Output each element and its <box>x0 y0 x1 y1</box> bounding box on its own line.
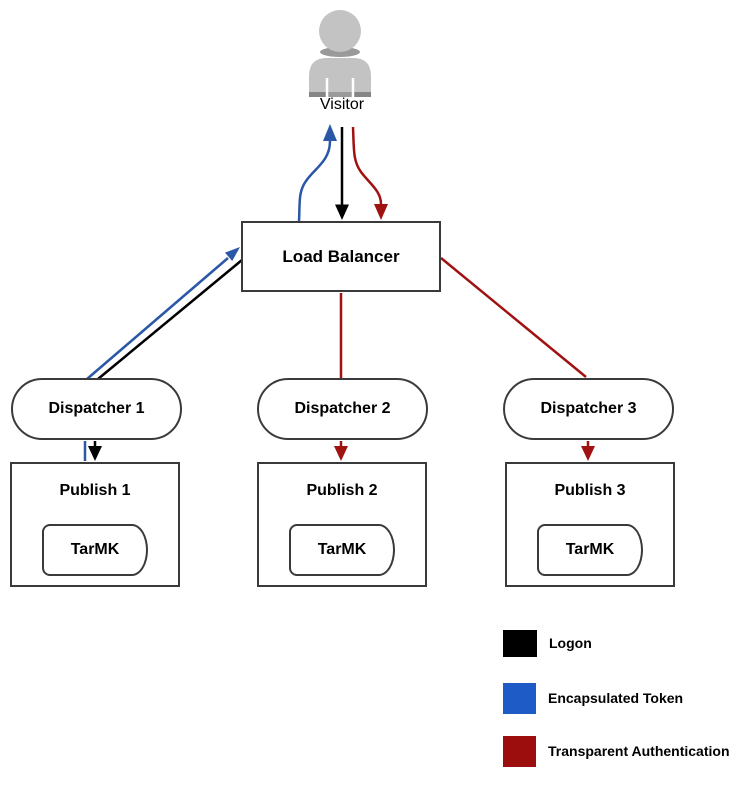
logon-arrowhead-at-lb <box>335 204 349 220</box>
legend-item-logon: Logon <box>503 627 592 659</box>
auth-curve-visitor-to-lb <box>351 126 383 205</box>
logon-line-lb-to-dispatcher1 <box>97 259 243 380</box>
publish-2-tarmk-shape: TarMK <box>289 524 395 576</box>
publish-1-tarmk-label: TarMK <box>70 541 120 558</box>
dispatcher-1-label: Dispatcher 1 <box>48 400 145 417</box>
publish-1-tarmk-shape: TarMK <box>42 524 148 576</box>
publish-2-label: Publish 2 <box>306 482 378 499</box>
legend-swatch-encapsulated-token <box>503 682 536 714</box>
publish-1-label: Publish 1 <box>59 482 131 499</box>
load-balancer-label: Load Balancer <box>282 246 400 266</box>
legend-label-transparent-authentication: Transparent Authentication <box>548 743 730 759</box>
dispatcher-3-label: Dispatcher 3 <box>540 400 637 417</box>
publish-3-tarmk-shape: TarMK <box>537 524 643 576</box>
legend-label-logon: Logon <box>549 635 592 651</box>
token-arrowhead-at-visitor <box>323 124 337 141</box>
dispatcher-3-node: Dispatcher 3 <box>503 378 674 440</box>
legend-item-transparent-authentication: Transparent Authentication <box>503 735 730 767</box>
auth-line-lb-to-dispatcher3 <box>440 257 587 378</box>
dispatcher-2-node: Dispatcher 2 <box>257 378 428 440</box>
publish-3-node: Publish 3 TarMK <box>505 462 675 587</box>
publish-2-tarmk-label: TarMK <box>317 541 367 558</box>
token-line-dispatcher1-to-lb <box>86 257 229 380</box>
token-curve-lb-to-visitor <box>297 140 332 222</box>
dispatcher-1-node: Dispatcher 1 <box>11 378 182 440</box>
legend-item-encapsulated-token: Encapsulated Token <box>503 682 683 714</box>
auth-arrowhead-at-publish3 <box>581 446 595 461</box>
publish-2-node: Publish 2 TarMK <box>257 462 427 587</box>
visitor-person-icon <box>309 10 371 97</box>
legend-swatch-logon <box>503 629 537 657</box>
logon-arrowhead-at-publish1 <box>88 446 102 461</box>
publish-3-tarmk-label: TarMK <box>565 541 615 558</box>
auth-arrowhead-at-publish2 <box>334 446 348 461</box>
legend-swatch-transparent-authentication <box>503 735 536 767</box>
auth-arrowhead-at-lb <box>374 204 388 220</box>
publish-3-label: Publish 3 <box>554 482 626 499</box>
dispatcher-2-label: Dispatcher 2 <box>294 400 391 417</box>
load-balancer-node: Load Balancer <box>241 221 441 292</box>
publish-1-node: Publish 1 TarMK <box>10 462 180 587</box>
visitor-label: Visitor <box>319 96 365 113</box>
token-arrowhead-at-lb <box>225 247 240 261</box>
legend-label-encapsulated-token: Encapsulated Token <box>548 690 684 706</box>
